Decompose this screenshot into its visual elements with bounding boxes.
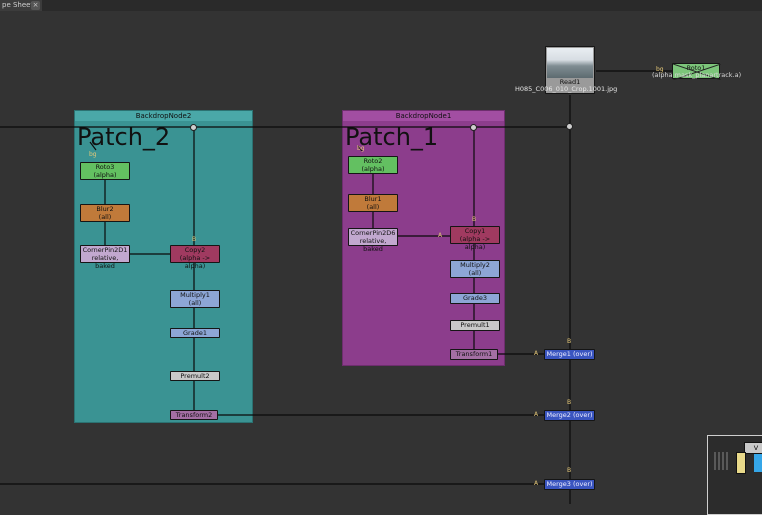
merge3-node[interactable]: Merge3 (over)	[544, 479, 595, 490]
transform1-node[interactable]: Transform1	[450, 349, 498, 360]
node-label: V	[753, 444, 759, 452]
read1-node[interactable]: Read1	[545, 46, 595, 94]
node-label: Grade1	[183, 329, 207, 337]
input-label-b: B	[192, 236, 197, 243]
cornerpin2d1-node[interactable]: CornerPin2D1 relative, baked	[80, 245, 130, 270]
tab-label: pe Sheet	[2, 1, 34, 9]
pipe-dot[interactable]	[190, 124, 197, 131]
input-label-bg: bg	[357, 145, 365, 152]
merge1-node[interactable]: Merge1 (over)	[544, 349, 595, 360]
input-label-bg: bg	[656, 66, 664, 73]
node-label: CornerPin2D1	[82, 246, 128, 254]
node-sublabel: (alpha)	[361, 165, 385, 173]
node-label: Blur1	[364, 195, 382, 203]
blur1-node[interactable]: Blur1 (all)	[348, 194, 398, 212]
viewer-node[interactable]: V	[744, 442, 762, 454]
node-label: Copy1	[464, 227, 486, 235]
copy1-node[interactable]: Copy1 (alpha -> alpha)	[450, 226, 500, 251]
node-sublabel: (all)	[468, 269, 482, 277]
roto1-label: Roto1	[686, 64, 706, 72]
node-sublabel: relative, baked	[91, 254, 119, 270]
node-label: Transform2	[175, 411, 213, 419]
close-icon[interactable]: ×	[31, 1, 40, 10]
input-label-b: B	[567, 467, 572, 474]
tab-dope-sheet[interactable]: pe Sheet ×	[0, 0, 42, 11]
node-label: Transform1	[455, 350, 493, 358]
roto1-sub-caption: (alpha mask_planartrack.a)	[652, 71, 742, 79]
node-label: Roto3	[95, 163, 115, 171]
disabled-cross-icon	[673, 64, 721, 80]
input-label-b: B	[567, 399, 572, 406]
node-label: Premult1	[460, 321, 490, 329]
input-label-a: A	[438, 232, 443, 239]
node-label: Multiply2	[460, 261, 490, 269]
backdrop-title: BackdropNode2	[135, 112, 192, 120]
viewer-node-minimap[interactable]: V	[707, 435, 762, 515]
node-sublabel: (alpha)	[93, 171, 117, 179]
pipe-dot[interactable]	[566, 123, 573, 130]
node-label: Blur2	[96, 205, 114, 213]
viewer-preview-blue	[754, 454, 762, 472]
input-label-b: B	[472, 216, 477, 223]
node-label: Roto2	[363, 157, 383, 165]
grade1-node[interactable]: Grade1	[170, 328, 220, 338]
read1-label: Read1	[559, 78, 581, 86]
node-sublabel: (alpha -> alpha)	[459, 235, 491, 251]
roto3-node[interactable]: Roto3 (alpha)	[80, 162, 130, 180]
node-label: Merge2 (over)	[546, 411, 593, 419]
cornerpin2d6-node[interactable]: CornerPin2D6 relative, baked	[348, 228, 398, 253]
minimap-dots	[714, 452, 730, 470]
roto2-node[interactable]: Roto2 (alpha)	[348, 156, 398, 174]
backdrop-label: Patch_1	[345, 123, 439, 151]
node-sublabel: (all)	[98, 213, 112, 221]
viewer-preview	[736, 452, 746, 474]
node-label: Merge1 (over)	[546, 350, 593, 358]
copy2-node[interactable]: Copy2 (alpha -> alpha)	[170, 245, 220, 270]
pipe-dot[interactable]	[470, 124, 477, 131]
roto1-node[interactable]: Roto1	[672, 63, 721, 80]
read1-file-caption: H085_C006_010_Crop.1001.jpg	[515, 85, 618, 93]
input-label-a: A	[534, 480, 539, 487]
node-label: Grade3	[463, 294, 487, 302]
node-label: Copy2	[184, 246, 206, 254]
backdrop-title: BackdropNode1	[395, 112, 452, 120]
node-label: CornerPin2D6	[350, 229, 396, 237]
multiply1-node[interactable]: Multiply1 (all)	[170, 290, 220, 308]
node-sublabel: (all)	[366, 203, 380, 211]
node-sublabel: (alpha -> alpha)	[179, 254, 211, 270]
premult2-node[interactable]: Premult2	[170, 371, 220, 381]
multiply2-node[interactable]: Multiply2 (all)	[450, 260, 500, 278]
node-connections	[0, 70, 672, 504]
input-label-bg: bg	[89, 151, 97, 158]
node-sublabel: (all)	[188, 299, 202, 307]
transform2-node[interactable]: Transform2	[170, 410, 218, 420]
premult1-node[interactable]: Premult1	[450, 320, 500, 331]
input-label-b: B	[567, 338, 572, 345]
tab-bar: pe Sheet ×	[0, 0, 762, 11]
node-sublabel: relative, baked	[359, 237, 387, 253]
merge2-node[interactable]: Merge2 (over)	[544, 410, 595, 421]
input-label-a: A	[534, 411, 539, 418]
blur2-node[interactable]: Blur2 (all)	[80, 204, 130, 222]
node-label: Multiply1	[180, 291, 210, 299]
grade3-node[interactable]: Grade3	[450, 293, 500, 304]
input-label-a: A	[534, 350, 539, 357]
node-label: Merge3 (over)	[546, 480, 593, 488]
node-label: Premult2	[180, 372, 210, 380]
read-thumbnail	[547, 48, 593, 78]
